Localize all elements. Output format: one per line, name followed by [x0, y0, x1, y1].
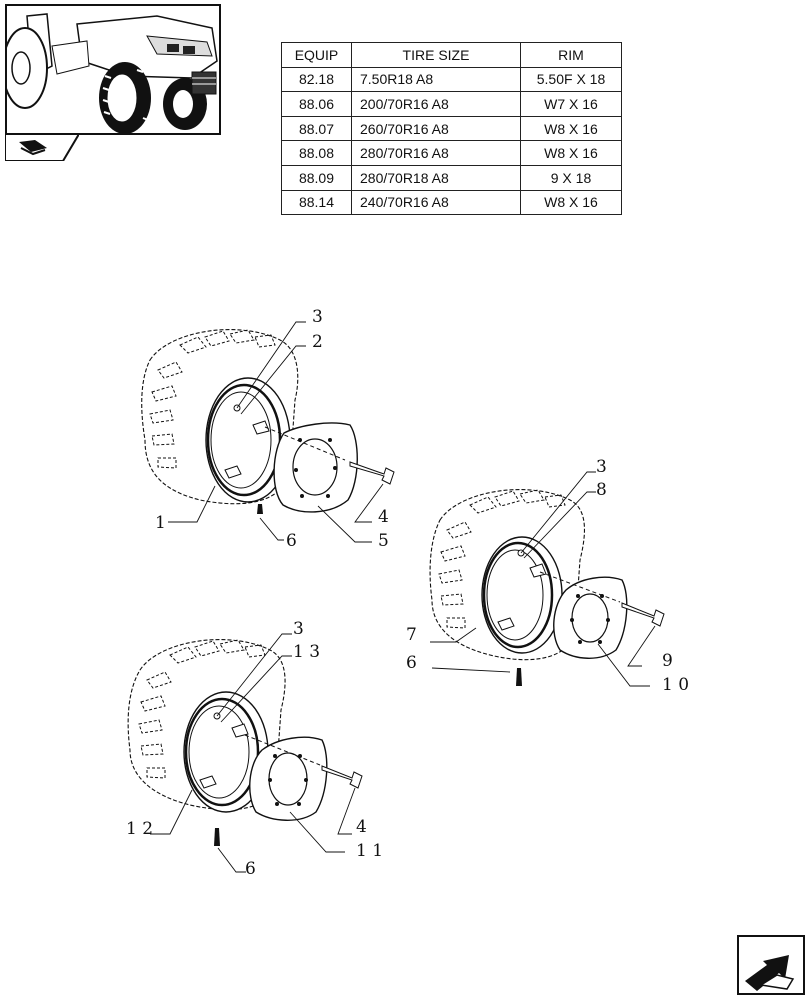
callout-a3: 3 [312, 307, 323, 327]
cell-tire-size: 200/70R16 A8 [351, 91, 521, 117]
wheel-assembly-a [141, 321, 395, 543]
callout-a5: 5 [378, 531, 389, 551]
col-header-tire-size: TIRE SIZE [351, 42, 521, 68]
callout-a1: 1 [155, 513, 166, 533]
bolt-a [349, 461, 395, 485]
page-tab[interactable] [4, 133, 81, 162]
wheel-assembly-b [429, 471, 665, 687]
wheel-assembly-c [127, 633, 363, 873]
cell-rim: W8 X 16 [520, 140, 622, 166]
cell-tire-size: 260/70R16 A8 [351, 115, 521, 142]
callout-b6: 6 [406, 653, 417, 673]
callout-b10: 1 0 [662, 675, 689, 695]
cell-equip: 88.08 [281, 140, 352, 166]
cell-equip: 88.07 [281, 115, 352, 142]
tire-rim-table: EQUIP TIRE SIZE RIM 82.18 7.50R18 A8 5.5… [281, 42, 622, 216]
next-page-arrow-icon [737, 935, 805, 995]
callout-c6: 6 [245, 859, 256, 879]
cell-rim: W8 X 16 [520, 189, 622, 216]
table-row: 82.18 7.50R18 A8 5.50F X 18 [281, 66, 622, 93]
callout-b9: 9 [662, 651, 673, 671]
cell-equip: 82.18 [281, 66, 352, 93]
tractor-thumbnail [5, 4, 221, 135]
valve-b [516, 668, 522, 686]
valve-a [257, 504, 263, 514]
cell-equip: 88.14 [281, 189, 352, 216]
callout-c3: 3 [293, 619, 304, 639]
callout-a2: 2 [312, 332, 323, 352]
valve-c [214, 828, 220, 846]
callout-c13: 1 3 [293, 642, 320, 662]
table-row: 88.06 200/70R16 A8 W7 X 16 [281, 91, 622, 117]
book-page-icon [19, 140, 47, 156]
cell-equip: 88.09 [281, 164, 352, 191]
bolt-b [621, 602, 665, 627]
cell-rim: W7 X 16 [520, 91, 622, 117]
callout-a4: 4 [378, 507, 389, 527]
callout-b3: 3 [596, 457, 607, 477]
callout-a6: 6 [286, 531, 297, 551]
cell-rim: 5.50F X 18 [520, 66, 622, 93]
callout-c12: 1 2 [126, 819, 153, 839]
cell-tire-size: 7.50R18 A8 [351, 66, 521, 93]
cell-tire-size: 240/70R16 A8 [351, 189, 521, 216]
callout-c11: 1 1 [356, 841, 383, 861]
table-row: 88.08 280/70R16 A8 W8 X 16 [281, 140, 622, 166]
callout-b8: 8 [596, 480, 607, 500]
col-header-rim: RIM [520, 42, 622, 68]
table-row: 88.14 240/70R16 A8 W8 X 16 [281, 189, 622, 216]
table-header-row: EQUIP TIRE SIZE RIM [281, 42, 622, 68]
bolt-c [321, 765, 363, 789]
callout-b7: 7 [406, 625, 417, 645]
callout-c4: 4 [356, 817, 367, 837]
next-page-button[interactable] [737, 935, 805, 995]
table-row: 88.07 260/70R16 A8 W8 X 16 [281, 115, 622, 142]
